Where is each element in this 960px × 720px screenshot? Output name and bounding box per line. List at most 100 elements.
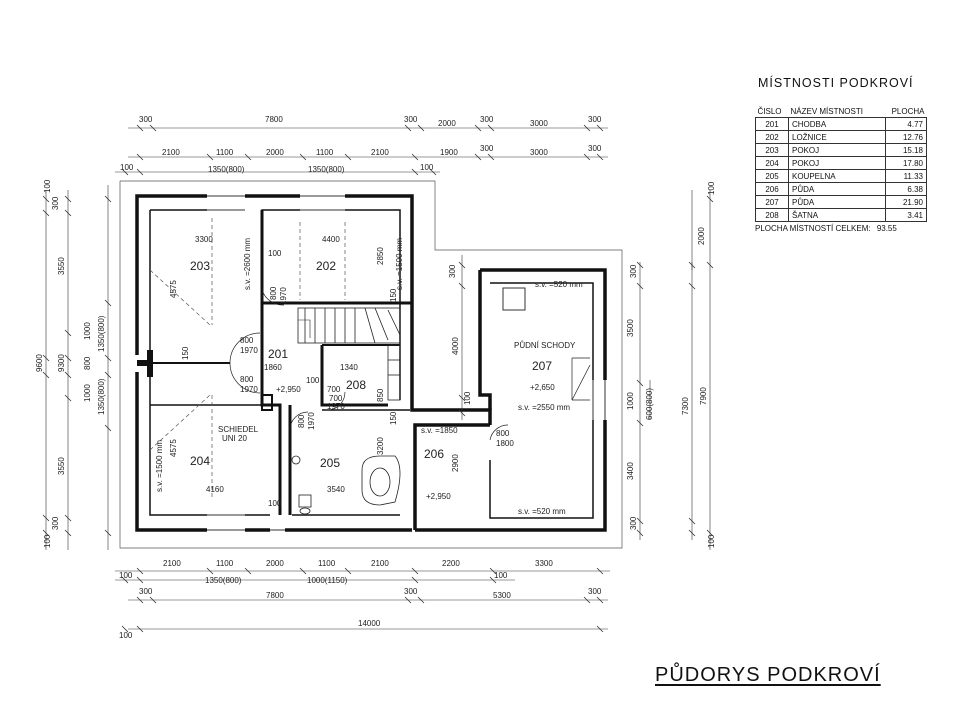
door-800-b: 800 bbox=[240, 375, 254, 384]
room-area-cell: 15.18 bbox=[885, 143, 927, 157]
dim-top2-7: 3000 bbox=[530, 148, 548, 157]
dim-right2-4: 300 bbox=[629, 516, 638, 530]
room-number-207: 207 bbox=[532, 359, 552, 373]
dim-150-c: 150 bbox=[389, 411, 398, 425]
header-num: ČISLO bbox=[757, 106, 782, 116]
room-name-cell: POKOJ bbox=[788, 143, 886, 157]
dim-bot2-1: 1350(800) bbox=[205, 576, 242, 585]
room-number-206: 206 bbox=[424, 447, 444, 461]
dim-right1-1: 4000 bbox=[451, 337, 460, 355]
room-num-cell: 203 bbox=[755, 143, 789, 157]
room-num-cell: 201 bbox=[755, 117, 789, 131]
dim-100-b: 100 bbox=[306, 376, 320, 385]
dim-700: 700 bbox=[327, 385, 341, 394]
dim-bot2-2: 1000(1150) bbox=[307, 576, 348, 585]
dim-bot1-0: 2100 bbox=[163, 559, 181, 568]
room-num-cell: 207 bbox=[755, 195, 789, 209]
room-name-cell: ŠATNA bbox=[788, 208, 886, 222]
dim-top2-4: 2100 bbox=[371, 148, 389, 157]
dim-top1-5: 3000 bbox=[530, 119, 548, 128]
dim-bot1-5: 2200 bbox=[442, 559, 460, 568]
window-marks bbox=[207, 195, 606, 531]
dim-right2-3: 3400 bbox=[626, 462, 635, 480]
dim-bot1-6: 3300 bbox=[535, 559, 553, 568]
dim-right1-0: 300 bbox=[448, 264, 457, 278]
room-name-cell: POKOJ bbox=[788, 156, 886, 170]
door-swings bbox=[229, 289, 591, 441]
dim-top3-0: 100 bbox=[120, 163, 134, 172]
dim-4575-bottom: 4575 bbox=[169, 439, 178, 457]
total-area: PLOCHA MÍSTNOSTÍ CELKEM: 93.55 bbox=[755, 224, 935, 233]
dim-right2-0: 300 bbox=[629, 264, 638, 278]
dim-left3-1: 1350(800) bbox=[97, 378, 106, 415]
dim-2900: 2900 bbox=[451, 454, 460, 472]
dim-top2-3: 1100 bbox=[316, 148, 334, 157]
door-800-a: 800 bbox=[240, 336, 254, 345]
dim-bot3-4: 300 bbox=[588, 587, 602, 596]
chimney-type: UNI 20 bbox=[222, 434, 247, 443]
dim-right4-2: 7900 bbox=[699, 387, 708, 405]
dim-left1-1: 300 bbox=[51, 196, 60, 210]
sv-520-bottom: s.v. =520 mm bbox=[518, 507, 566, 516]
level-2650: +2,650 bbox=[530, 383, 555, 392]
door-1970-b: 1970 bbox=[240, 385, 258, 394]
dim-left1-7: 300 bbox=[51, 516, 60, 530]
dim-left1-4: 800 bbox=[83, 356, 92, 370]
room-number-208: 208 bbox=[346, 378, 366, 392]
room-area-cell: 21.90 bbox=[885, 195, 927, 209]
room-num-cell: 206 bbox=[755, 182, 789, 196]
room-area-cell: 6.38 bbox=[885, 182, 927, 196]
door-1800: 1800 bbox=[496, 439, 514, 448]
dim-2850: 2850 bbox=[376, 247, 385, 265]
dim-bot1-3: 1100 bbox=[318, 559, 336, 568]
dim-left1-5: 1000 bbox=[83, 384, 92, 402]
dim-top1-2: 300 bbox=[404, 115, 418, 124]
dimension-ticks bbox=[42, 124, 714, 633]
dim-top1-6: 300 bbox=[588, 115, 602, 124]
slope-lines bbox=[149, 218, 346, 500]
dim-bot1-1: 1100 bbox=[216, 559, 234, 568]
dim-top2-0: 2100 bbox=[162, 148, 180, 157]
dim-left2-0: 9600 bbox=[35, 354, 44, 372]
room-name-cell: CHODBA bbox=[788, 117, 886, 131]
level-2950-b: +2,950 bbox=[426, 492, 451, 501]
door-700: 700 bbox=[329, 394, 343, 403]
door-800-d: 800 bbox=[297, 414, 306, 428]
dim-right4-0: 2000 bbox=[697, 227, 706, 245]
dim-top1-0: 300 bbox=[139, 115, 153, 124]
plan-annotations: 3300 4400 4575 4575 4160 3540 1860 1340 … bbox=[155, 235, 583, 516]
header-name: NÁZEV MÍSTNOSTI bbox=[790, 106, 863, 116]
dim-top3-2: 1350(800) bbox=[308, 165, 345, 174]
dim-left1-3: 1000 bbox=[83, 322, 92, 340]
dim-bot3-3: 5300 bbox=[493, 591, 511, 600]
dim-top2-1: 1100 bbox=[216, 148, 234, 157]
chimney-label: SCHIEDEL bbox=[218, 425, 259, 434]
dim-top1-1: 7800 bbox=[265, 115, 283, 124]
dim-1340: 1340 bbox=[340, 363, 358, 372]
dim-100-a: 100 bbox=[268, 249, 282, 258]
staircase bbox=[297, 307, 401, 401]
dim-4400: 4400 bbox=[322, 235, 340, 244]
total-value: 93.55 bbox=[876, 224, 897, 233]
dim-bot3-2: 300 bbox=[404, 587, 418, 596]
dim-top2-6: 300 bbox=[480, 144, 494, 153]
door-800-c: 800 bbox=[269, 286, 278, 300]
dim-right1-2: 100 bbox=[463, 391, 472, 405]
room-num-cell: 208 bbox=[755, 208, 789, 222]
dim-left1-0: 100 bbox=[43, 179, 52, 193]
room-area-cell: 17.80 bbox=[885, 156, 927, 170]
plan-title: PŮDORYS PODKROVÍ bbox=[655, 664, 881, 686]
door-1970-a: 1970 bbox=[240, 346, 258, 355]
sv-1500-a: s.v. =1500 mm bbox=[395, 238, 404, 290]
dim-bot4-0: 14000 bbox=[358, 619, 381, 628]
dim-right4-3: 100 bbox=[707, 181, 716, 195]
